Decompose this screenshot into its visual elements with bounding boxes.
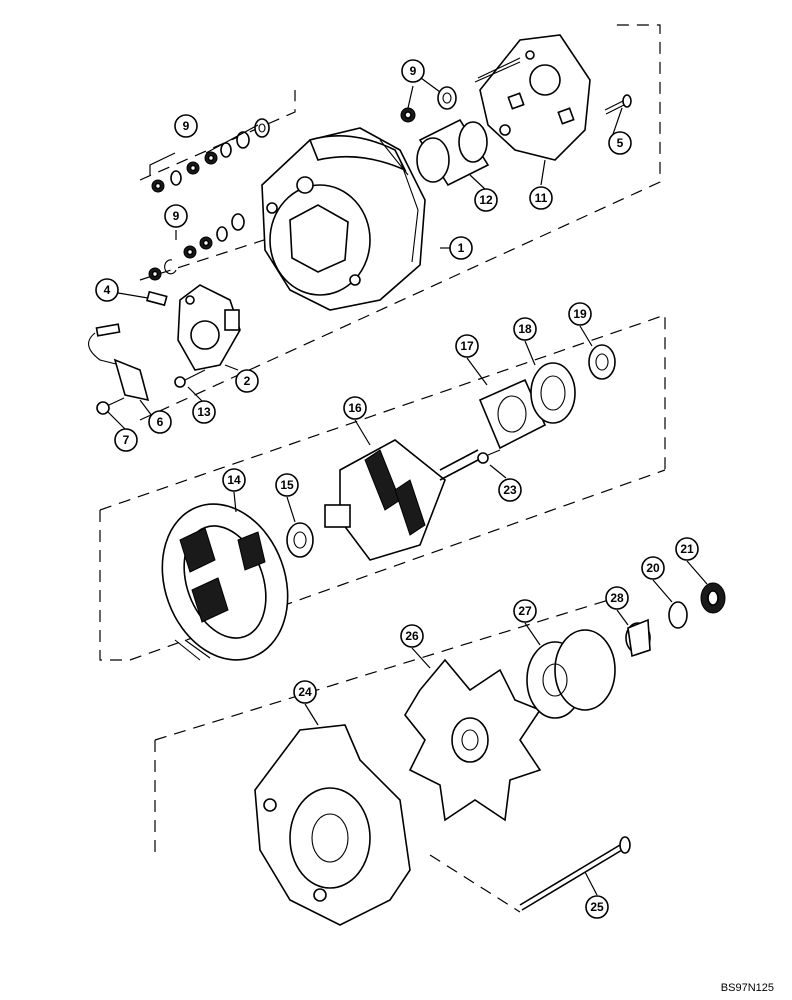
svg-text:21: 21 — [680, 542, 694, 556]
part-rectifier — [474, 34, 591, 161]
svg-text:18: 18 — [518, 322, 532, 336]
part-screw-7 — [96, 397, 125, 415]
assembly-guide-lines — [99, 24, 666, 913]
leader-lines — [107, 77, 708, 896]
part-nut-washer-rectifier — [400, 86, 457, 123]
callout-19: 19 — [568, 302, 592, 326]
part-regulator — [177, 284, 241, 371]
callout-13: 13 — [192, 400, 216, 424]
part-nut-21 — [700, 582, 726, 614]
svg-text:5: 5 — [617, 136, 624, 150]
callout-23: 23 — [498, 478, 522, 502]
svg-text:25: 25 — [590, 900, 604, 914]
callout-16: 16 — [343, 396, 367, 420]
callout-14: 14 — [222, 468, 246, 492]
svg-text:23: 23 — [503, 483, 517, 497]
part-bearing-15 — [286, 522, 314, 558]
part-stator — [161, 503, 289, 661]
svg-text:26: 26 — [405, 629, 419, 643]
callout-21: 21 — [675, 537, 699, 561]
part-spacer — [588, 344, 616, 380]
svg-text:2: 2 — [244, 374, 251, 388]
part-washer-stack-upper — [151, 118, 270, 193]
part-screw-5 — [604, 94, 632, 115]
svg-text:24: 24 — [298, 685, 312, 699]
callout-4: 4 — [95, 278, 119, 302]
part-fan — [404, 658, 542, 822]
part-brush — [146, 290, 168, 307]
callout-1: 1 — [449, 236, 473, 260]
part-bushing — [625, 618, 651, 658]
callout-5: 5 — [608, 131, 632, 155]
svg-text:9: 9 — [183, 119, 190, 133]
part-rear-housing — [254, 724, 411, 926]
part-bearing-18 — [530, 362, 576, 424]
callout-27: 27 — [513, 599, 537, 623]
part-screw-13 — [174, 369, 206, 388]
callout-9-rectifier: 9 — [401, 59, 425, 83]
callout-26: 26 — [400, 624, 424, 648]
svg-text:19: 19 — [573, 307, 587, 321]
svg-text:4: 4 — [104, 283, 111, 297]
callout-2: 2 — [235, 369, 259, 393]
callout-11: 11 — [529, 186, 553, 210]
svg-text:7: 7 — [123, 433, 130, 447]
part-lock-washer — [668, 601, 688, 629]
svg-text:11: 11 — [535, 191, 548, 205]
svg-text:9: 9 — [410, 64, 417, 78]
part-capacitor — [88, 323, 150, 402]
svg-text:6: 6 — [157, 415, 164, 429]
callout-28: 28 — [605, 586, 629, 610]
part-through-bolt — [519, 836, 631, 911]
part-pulley — [526, 629, 616, 719]
part-rotor — [324, 439, 479, 561]
svg-text:27: 27 — [518, 604, 532, 618]
callout-6: 6 — [148, 410, 172, 434]
svg-text:14: 14 — [227, 473, 241, 487]
svg-text:9: 9 — [173, 209, 180, 223]
svg-text:12: 12 — [479, 193, 493, 207]
part-screw-23 — [477, 449, 501, 464]
figure-reference-code: BS97N125 — [720, 982, 774, 994]
svg-text:20: 20 — [646, 561, 660, 575]
callout-25: 25 — [585, 895, 609, 919]
svg-text:15: 15 — [280, 478, 294, 492]
svg-text:17: 17 — [460, 339, 474, 353]
callout-24: 24 — [293, 680, 317, 704]
callout-20: 20 — [641, 556, 665, 580]
part-retainer — [478, 378, 547, 450]
part-washer-stack-lower — [148, 213, 245, 281]
svg-text:28: 28 — [610, 591, 624, 605]
callout-17: 17 — [455, 334, 479, 358]
callout-18: 18 — [513, 317, 537, 341]
svg-text:13: 13 — [197, 405, 211, 419]
part-sleeve — [416, 118, 490, 187]
callout-9-lower: 9 — [164, 204, 188, 228]
svg-text:16: 16 — [348, 401, 362, 415]
callout-7: 7 — [114, 428, 138, 452]
part-housing — [261, 127, 426, 311]
svg-text:1: 1 — [458, 241, 465, 255]
callout-12: 12 — [474, 188, 498, 212]
callout-9-upper: 9 — [174, 114, 198, 138]
callout-15: 15 — [275, 473, 299, 497]
